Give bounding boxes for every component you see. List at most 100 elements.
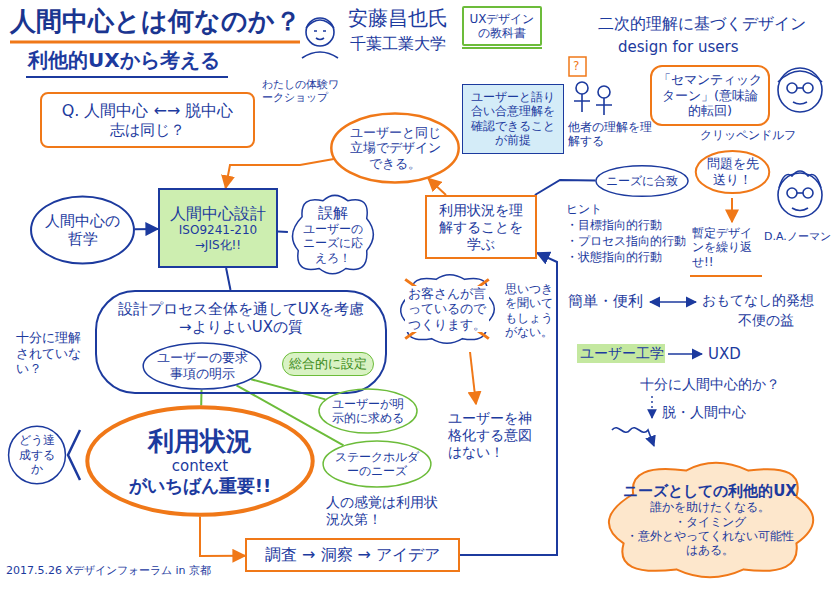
side-note: 思いつきを聞いてもしょうがない。 [505,282,554,340]
misconception-cloud: 誤解ユーザーのニーズに応えろ！ [285,190,380,279]
keyword: 不便の益 [738,312,818,329]
keyword: UXD [708,345,758,363]
people-figures [574,82,612,115]
connector [200,516,245,556]
note-arrow [470,352,476,404]
hint-heading: ヒント [566,202,626,216]
theme-english: design for users [618,38,768,56]
title-underline [10,42,300,43]
speaker-portrait [302,18,338,58]
stakeholder-oval: ステークホルダーのニーズ [322,440,432,488]
postpone-arrow [732,198,733,222]
insight-circle: ユーザーと同じ立場でデザインできる。 [330,112,460,184]
connector [278,231,288,234]
premise-box: ユーザーと語り合い合意理解を確認できることが前提 [462,84,564,154]
question-mark: ? [573,59,585,73]
affiliation: 千葉工業大学 [350,34,460,53]
person-name: D.A.ノーマン [764,230,838,243]
node-text: ユーザーが明示的に求める [330,397,406,426]
node-text: 設計プロセス全体を通してUXを考慮 →よりよいUXの質 [113,300,369,336]
node-text: ISO9241-210 →JIS化!! [166,223,270,252]
subtitle: 利他的UXから考える [28,48,258,72]
node-text: ユーザーの要求事項の明示 [156,350,248,381]
node-text: 人間中心の哲学 [45,212,120,248]
wavy-arrow [612,428,654,446]
node-text: UXデザインの教科書 [468,12,536,41]
workshop-note: わたしの体験ワークショップ [262,78,342,104]
node-text: ユーザーと同じ立場でデザインできる。 [346,125,444,172]
context-oval: 利用状況contextがいちばん重要!! [85,405,315,517]
theme-heading: 二次的理解に基づくデザイン [598,14,834,33]
customer-cloud: お客さんが言っているのでつくります。 [392,270,502,348]
norman-portrait [778,171,822,217]
hint-item: ・プロセス指向的行動 [566,234,688,248]
advice-note: 暫定デザインを繰り返せ!! [692,226,762,269]
needs-match-oval: ニーズに合致 [595,165,689,197]
dotted-arrow [652,396,653,418]
connector [226,159,334,188]
node-text: 「セマンティックターン」(意味論的転回) [658,72,762,119]
node-text: Q. 人間中心 ←→ 脱中心 [62,101,234,120]
book-box: UXデザインの教科書 [462,6,542,46]
event-date: 2017.5.26 Xデザインフォーラム in 京都 [6,564,244,577]
node-text: 志は同じ？ [110,121,185,139]
advice-underline [690,276,762,277]
node-text: 利用状況を理解することを学ぶ [433,202,529,252]
node-text: お客さんが言っているのでつくります。 [405,286,489,333]
side-note: 人の感覚は利用状況次第！ [326,494,446,528]
process-region: 設計プロセス全体を通してUXを考慮 →よりよいUXの質ユーザーの要求事項の明示 [95,290,387,394]
overall-banner: 総合的に設定 [282,352,374,376]
node-text: ユーザーのニーズに応えろ！ [298,222,367,265]
side-note: 十分に理解されていない？ [16,330,92,377]
connector [535,180,596,195]
connector [251,379,325,399]
hint-item: ・目標指向的行動 [566,218,688,232]
node-text: 誰かを助けたくなる。 [650,500,770,514]
context-learning-box: 利用状況を理解することを学ぶ [425,195,537,259]
connector [135,228,159,230]
keyword: 簡単・便利 [568,292,648,310]
research-flow-box: 調査 → 洞察 → アイデア [245,538,460,572]
evolution-arrow [668,354,702,355]
node-text: 利用状況 [148,426,252,457]
node-text: ・意外とやってくれない可能性はある。 [622,529,798,558]
bracket [68,430,80,480]
contrast-arrow [650,302,696,303]
node-text: 人間中心設計 [170,204,266,223]
philosophy-oval: 人間中心の哲学 [30,195,135,265]
altruistic-cloud: ニーズとしての利他的UX誰かを助けたくなる。・タイミング・意外とやってくれない可… [590,455,830,585]
keyword: 脱・人間中心 [662,404,772,421]
node-text: context [172,457,229,475]
speaker-name: 安藤昌也氏 [348,6,460,30]
person-name: クリッペンドルフ [700,128,800,142]
node-text: ニーズとしての利他的UX [623,482,797,500]
explicit-needs-oval: ユーザーが明示的に求める [318,388,418,434]
keyword: おもてなし的発想 [702,292,827,309]
diagram-title: 人間中心とは何なのか？ [10,6,301,37]
other-understanding-note: 他者の理解を理解する [568,120,652,149]
book-highlight [462,48,542,49]
node-text: ステークホルダーのニーズ [334,450,420,479]
achieve-oval: どう達成するか [8,425,66,485]
question-box: Q. 人間中心 ←→ 脱中心志は同じ？ [40,92,255,148]
hint-item: ・状態指向的行動 [566,250,688,264]
node-text: どう達成するか [16,433,58,476]
question-note: 十分に人間中心的か？ [640,376,800,393]
node-text: 総合的に設定 [289,356,367,372]
hcd-box: 人間中心設計ISO9241-210 →JIS化!! [158,188,278,268]
postpone-bubble: 問題を先送り！ [695,150,770,194]
connector [226,268,230,290]
node-text: ユーザーと語り合い合意理解を確認できることが前提 [468,90,558,148]
connector [428,179,446,196]
node-text: 調査 → 洞察 → アイデア [265,545,440,564]
node-text: 問題を先送り！ [705,156,760,187]
krippendorff-portrait [778,68,822,112]
question-mark-box [569,57,586,76]
keyword: ユーザー工学 [580,345,670,362]
requirements-oval: ユーザーの要求事項の明示 [142,342,262,390]
subtitle-underline [26,77,228,78]
node-text: ・タイミング [674,515,746,529]
semantic-turn-box: 「セマンティックターン」(意味論的転回) [650,65,770,126]
node-text: ニーズに合致 [606,174,678,188]
